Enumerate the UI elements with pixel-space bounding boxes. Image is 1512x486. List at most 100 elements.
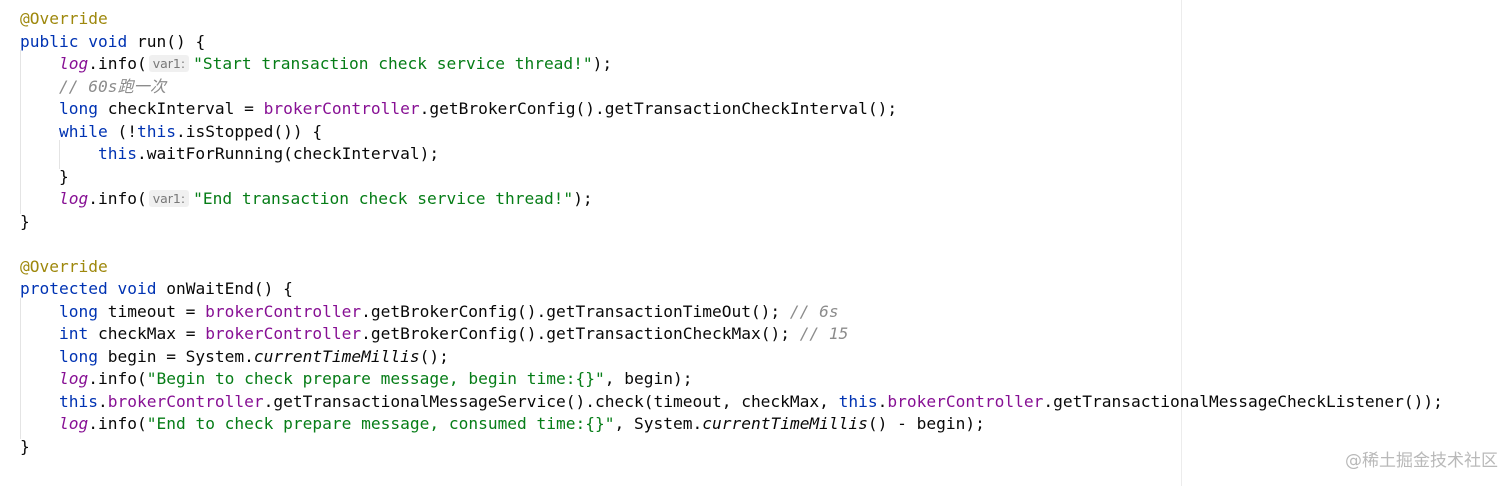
keyword-long: long <box>58 99 98 118</box>
indent-guide <box>20 72 59 101</box>
string-literal: "Begin to check prepare message, begin t… <box>146 369 605 388</box>
keyword-long: long <box>58 301 98 321</box>
code-text: . <box>877 391 888 411</box>
code-text: ); <box>573 189 593 208</box>
code-text: .getTransactionalMessageService().check(… <box>263 391 839 411</box>
parameter-hint: var1: <box>148 190 190 207</box>
code-line-20: } <box>20 436 1443 459</box>
right-margin-guide <box>1181 0 1182 486</box>
code-text: } <box>58 166 69 186</box>
code-text: , begin); <box>604 369 693 388</box>
method-name-on-wait-end: onWaitEnd <box>166 279 254 298</box>
keyword-public: public <box>20 31 79 51</box>
indent-guide <box>20 117 59 146</box>
code-text: (! <box>107 121 137 141</box>
keyword-while: while <box>58 121 108 141</box>
code-line-2: public void run() { <box>20 31 1443 54</box>
indent-guide <box>20 320 59 349</box>
field-broker-controller: brokerController <box>107 391 264 411</box>
indent-guide <box>20 387 59 416</box>
keyword-protected: protected <box>20 279 108 298</box>
keyword-this: this <box>58 391 98 411</box>
indent-guide <box>20 162 59 191</box>
code-line-12: @Override <box>20 256 1443 279</box>
keyword-void: void <box>117 279 157 298</box>
code-text: ); <box>592 54 613 73</box>
code-text: . <box>97 391 108 411</box>
parameter-hint: var1: <box>148 55 190 72</box>
code-line-6: while (!this.isStopped()) { <box>20 117 1443 146</box>
code-text: .info( <box>88 414 147 433</box>
comment: // 6s <box>789 301 839 321</box>
comment: // 15 <box>799 324 849 343</box>
code-line-17: log.info("Begin to check prepare message… <box>20 365 1443 394</box>
indent-guide <box>20 365 59 394</box>
keyword-this: this <box>136 121 176 141</box>
code-text: timeout = <box>97 301 206 321</box>
code-text: begin = System. <box>97 346 254 366</box>
method-name-run: run <box>136 31 167 51</box>
code-text: .getTransactionalMessageCheckListener())… <box>1043 391 1443 411</box>
annotation-override: @Override <box>20 9 108 28</box>
code-text: () { <box>166 31 206 51</box>
code-line-4: // 60s跑一次 <box>20 72 1443 101</box>
code-text: .info( <box>88 369 147 388</box>
code-text: .info( <box>88 189 147 208</box>
code-line-5: long checkInterval = brokerController.ge… <box>20 95 1443 124</box>
code-line-13: protected void onWaitEnd() { <box>20 278 1443 301</box>
field-broker-controller: brokerController <box>263 99 420 118</box>
indent-guide <box>58 140 98 169</box>
code-line-9: log.info(var1:"End transaction check ser… <box>20 185 1443 214</box>
code-line-10: } <box>20 211 1443 234</box>
string-literal: "Start transaction check service thread!… <box>193 54 593 73</box>
code-line-19: log.info("End to check prepare message, … <box>20 410 1443 439</box>
code-text: () - begin); <box>867 414 985 433</box>
field-log: log <box>58 189 89 208</box>
static-method: currentTimeMillis <box>702 414 868 433</box>
code-line-18: this.brokerController.getTransactionalMe… <box>20 387 1443 416</box>
code-line-16: long begin = System.currentTimeMillis(); <box>20 342 1443 371</box>
keyword-long: long <box>58 346 98 366</box>
code-line-14: long timeout = brokerController.getBroke… <box>20 297 1443 326</box>
annotation-override: @Override <box>20 256 108 276</box>
keyword-void: void <box>88 31 128 51</box>
code-text: (); <box>419 346 449 366</box>
code-line-11 <box>20 233 1443 256</box>
code-text: .getBrokerConfig().getTransactionCheckMa… <box>361 324 800 343</box>
code-text: () { <box>253 279 293 298</box>
code-text: .waitForRunning(checkInterval); <box>136 144 440 163</box>
keyword-this: this <box>97 144 137 163</box>
code-line-3: log.info(var1:"Start transaction check s… <box>20 50 1443 79</box>
keyword-this: this <box>838 391 878 411</box>
indent-guide <box>20 410 59 439</box>
code-line-15: int checkMax = brokerController.getBroke… <box>20 320 1443 349</box>
indent-guide <box>20 342 59 371</box>
field-log: log <box>58 414 89 433</box>
string-literal: "End transaction check service thread!" <box>193 189 574 208</box>
indent-guide <box>20 50 59 79</box>
indent-guide <box>20 140 59 169</box>
watermark: @稀土掘金技术社区 <box>1345 451 1498 471</box>
code-text: , System. <box>614 414 703 433</box>
field-log: log <box>58 369 89 388</box>
code-text: checkInterval = <box>97 99 264 118</box>
code-text: } <box>20 211 30 231</box>
code-text: } <box>20 436 30 456</box>
comment: // 60s跑一次 <box>58 76 167 96</box>
code-text: .info( <box>88 54 147 73</box>
string-literal: "End to check prepare message, consumed … <box>146 414 615 433</box>
code-text: .getBrokerConfig().getTransactionTimeOut… <box>361 301 790 321</box>
indent-guide <box>20 185 59 214</box>
code-area[interactable]: @Override public void run() { log.info(v… <box>20 8 1443 458</box>
static-method: currentTimeMillis <box>253 346 420 366</box>
indent-guide <box>20 95 59 124</box>
code-line-7: this.waitForRunning(checkInterval); <box>20 140 1443 169</box>
field-broker-controller: brokerController <box>887 391 1044 411</box>
indent-guide <box>20 297 59 326</box>
code-line-8: } <box>20 162 1443 191</box>
code-text: .getBrokerConfig().getTransactionCheckIn… <box>419 99 898 118</box>
code-text: checkMax = <box>88 324 206 343</box>
field-broker-controller: brokerController <box>205 301 362 321</box>
code-text: .isStopped()) { <box>175 121 323 141</box>
